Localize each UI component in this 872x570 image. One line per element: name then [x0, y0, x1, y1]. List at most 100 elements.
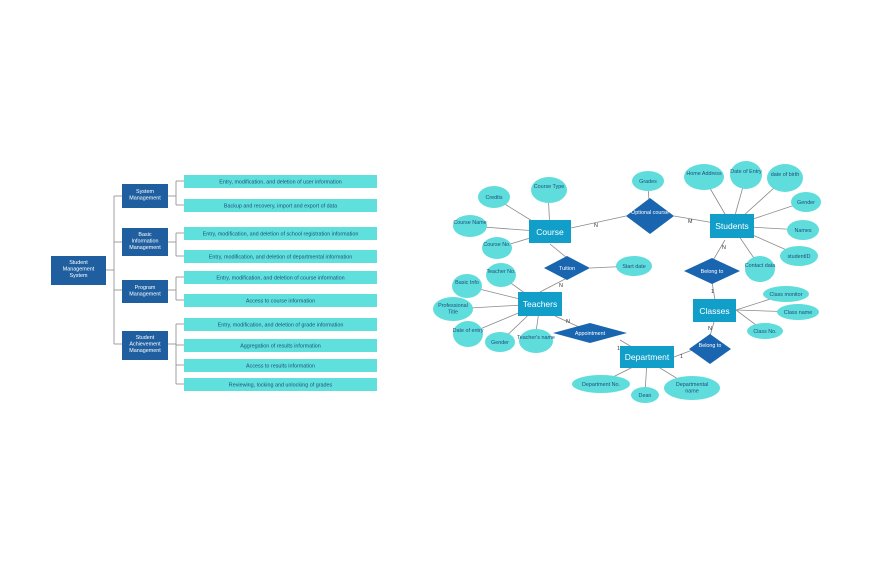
entity-students: Students	[710, 214, 754, 238]
diagram-label: Gender	[491, 340, 509, 346]
leaf-item: Reviewing, locking and unlocking of grad…	[229, 383, 333, 389]
rel-belong-to-dept: Belong to	[689, 334, 731, 364]
cardinality-label: N	[594, 223, 598, 229]
diagram-label: Class name	[784, 310, 812, 316]
diagram-label: Teacher's name	[517, 335, 555, 341]
er-attributes: Credits Course Type Course Name Course N…	[433, 161, 821, 403]
attr-course-type: Course Type	[531, 177, 567, 203]
cardinality-label: N	[566, 319, 570, 325]
rel-belong-to-class: Belong to	[684, 258, 740, 284]
rel-tuition: Tuition	[544, 256, 590, 280]
cardinality-label: 1	[680, 354, 683, 360]
diagram-label: Appointment	[575, 331, 606, 337]
leaf-item: Entry, modification, and deletion of sch…	[203, 232, 359, 238]
diagram-label: Start date	[622, 264, 645, 270]
attr-date-of-entry-students: Date of Entry	[730, 161, 762, 189]
attr-class-name: Class name	[777, 304, 819, 320]
diagram-label: studentID	[787, 254, 810, 260]
er-relationships: Optional course Tuition Belong to Appoin…	[544, 198, 740, 364]
attr-course-no: Course No.	[482, 237, 512, 259]
rel-appointment: Appointment	[553, 323, 627, 343]
attr-student-id: studentID	[780, 246, 818, 266]
attr-grades: Grades	[632, 171, 664, 191]
attr-department-no: Department No.	[572, 375, 630, 393]
leaf-item: Backup and recovery, import and export o…	[224, 204, 337, 210]
entity-course: Course	[529, 220, 571, 243]
cardinality-label: 1	[617, 346, 620, 352]
diagram-label: Optional course	[631, 210, 669, 216]
attr-home-address: Home Address	[684, 164, 724, 190]
diagram-label: Class No.	[753, 329, 776, 335]
attr-date-of-birth: date of birth	[767, 164, 803, 192]
attr-date-of-entry-teachers: Date of entry	[453, 321, 484, 347]
attr-teacher-no: Teacher No.	[486, 263, 516, 287]
entity-classes: Classes	[693, 299, 736, 322]
diagram-label: Date of entry	[453, 328, 484, 334]
attr-start-date: Start date	[616, 256, 652, 276]
leaf-items: Entry, modification, and deletion of use…	[184, 175, 377, 391]
cardinality-label: N	[708, 326, 712, 332]
diagram-label: Basic Info	[455, 280, 479, 286]
diagram-label: Teacher No.	[486, 269, 515, 275]
diagram-label: Classes	[699, 306, 729, 316]
diagram-label: Dean	[639, 393, 652, 399]
er-cardinalities: N M N N 1 N 1 1 N	[559, 219, 726, 360]
diagram-label: Home Address	[686, 171, 722, 177]
diagram-label: Belong to	[701, 269, 724, 275]
entity-teachers: Teachers	[518, 292, 562, 316]
diagram-label: Gender	[797, 200, 815, 206]
diagram-label: Credits	[485, 195, 502, 201]
diagram-label: Course Type	[534, 184, 564, 190]
leaf-item: Entry, modification, and deletion of dep…	[209, 255, 352, 261]
diagram-label: Date of Entry	[730, 169, 762, 175]
cardinality-label: N	[722, 245, 726, 251]
attr-credits: Credits	[478, 186, 510, 208]
diagram-label: Course	[536, 227, 564, 237]
diagram-label: Course No.	[483, 242, 510, 248]
diagram-label: Tuition	[559, 266, 575, 272]
leaf-item: Entry, modification, and deletion of cou…	[216, 276, 344, 282]
diagram-label: Grades	[639, 179, 657, 185]
diagram-label: Students	[715, 221, 749, 231]
diagram-label: Department No.	[582, 382, 620, 388]
entity-department: Department	[620, 346, 674, 368]
diagram-label: Department	[625, 352, 670, 362]
diagram-label: Belong to	[699, 343, 722, 349]
attr-class-monitor: Class monitor	[763, 286, 809, 302]
attr-contact-data: Contact data	[745, 256, 776, 282]
attr-class-no: Class No.	[747, 323, 783, 339]
hierarchy-chart	[106, 180, 184, 385]
leaf-item: Entry, modification, and deletion of use…	[219, 180, 341, 186]
attr-basic-info: Basic Info	[452, 274, 482, 298]
cardinality-label: M	[688, 219, 693, 225]
leaf-item: Entry, modification, and deletion of gra…	[218, 323, 344, 329]
leaf-item: Access to course information	[246, 299, 315, 305]
attr-gender-students: Gender	[791, 192, 821, 212]
diagram-label: Course Name	[453, 220, 486, 226]
cardinality-label: 1	[711, 289, 714, 295]
cardinality-label: N	[559, 283, 563, 289]
attr-teachers-name: Teacher's name	[517, 329, 555, 353]
diagram-label: Contact data	[745, 263, 776, 269]
leaf-item: Access to results information	[246, 364, 315, 370]
attr-names: Names	[787, 220, 819, 240]
attr-dean: Dean	[631, 387, 659, 403]
leaf-item: Aggregation of results information	[240, 344, 321, 350]
diagram-label: Teachers	[523, 299, 558, 309]
diagram-label: Class monitor	[770, 292, 803, 298]
diagram-label: date of birth	[771, 172, 799, 178]
er-entities: Course Students Teachers Classes Departm…	[518, 214, 754, 368]
